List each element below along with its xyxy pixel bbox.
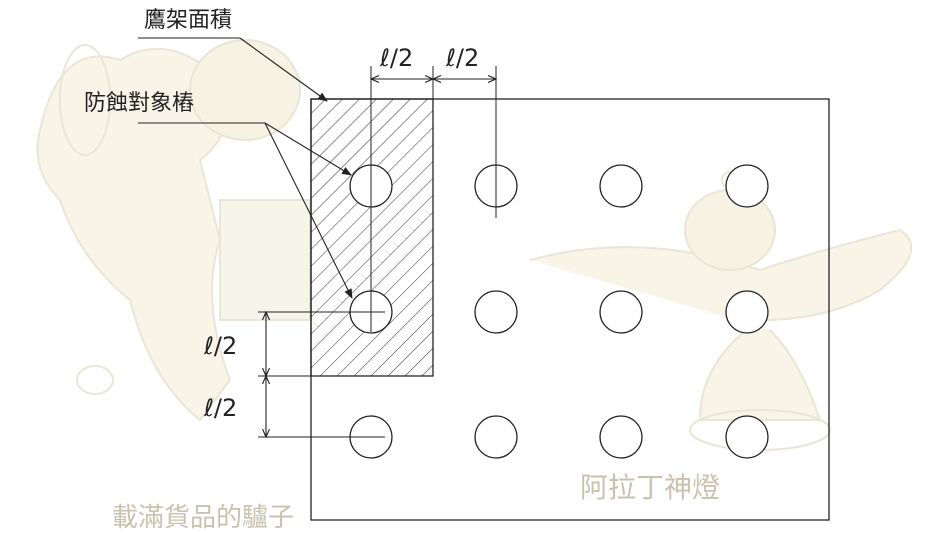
watermark-lamp [529, 171, 913, 451]
pile-marker [599, 415, 643, 459]
watermark-donkey [36, 39, 311, 422]
target-piles-label: 防蝕對象樁 [84, 91, 194, 116]
watermark-right-caption: 阿拉丁神燈 [580, 471, 720, 504]
scaffold-area-leader [138, 37, 328, 102]
watermark-left-caption: 載滿貨品的驢子 [112, 503, 294, 533]
pile-marker [725, 164, 769, 208]
scaffold-area-hatched [310, 98, 434, 377]
extension-lines [258, 66, 497, 438]
pile-grid [349, 164, 769, 459]
left-dim-label-upper: ℓ/2 [203, 332, 237, 360]
pile-marker [474, 290, 518, 334]
pile-marker [725, 290, 769, 334]
pile-marker [599, 164, 643, 208]
top-dim-label-left: ℓ/2 [379, 44, 413, 72]
left-dim-label-lower: ℓ/2 [203, 394, 237, 422]
pile-marker [599, 290, 643, 334]
scaffold-area-label: 鷹架面積 [144, 8, 232, 33]
target-piles-leaders [138, 122, 353, 299]
top-dim-label-right: ℓ/2 [445, 44, 479, 72]
pile-marker [725, 415, 769, 459]
pile-marker [474, 415, 518, 459]
